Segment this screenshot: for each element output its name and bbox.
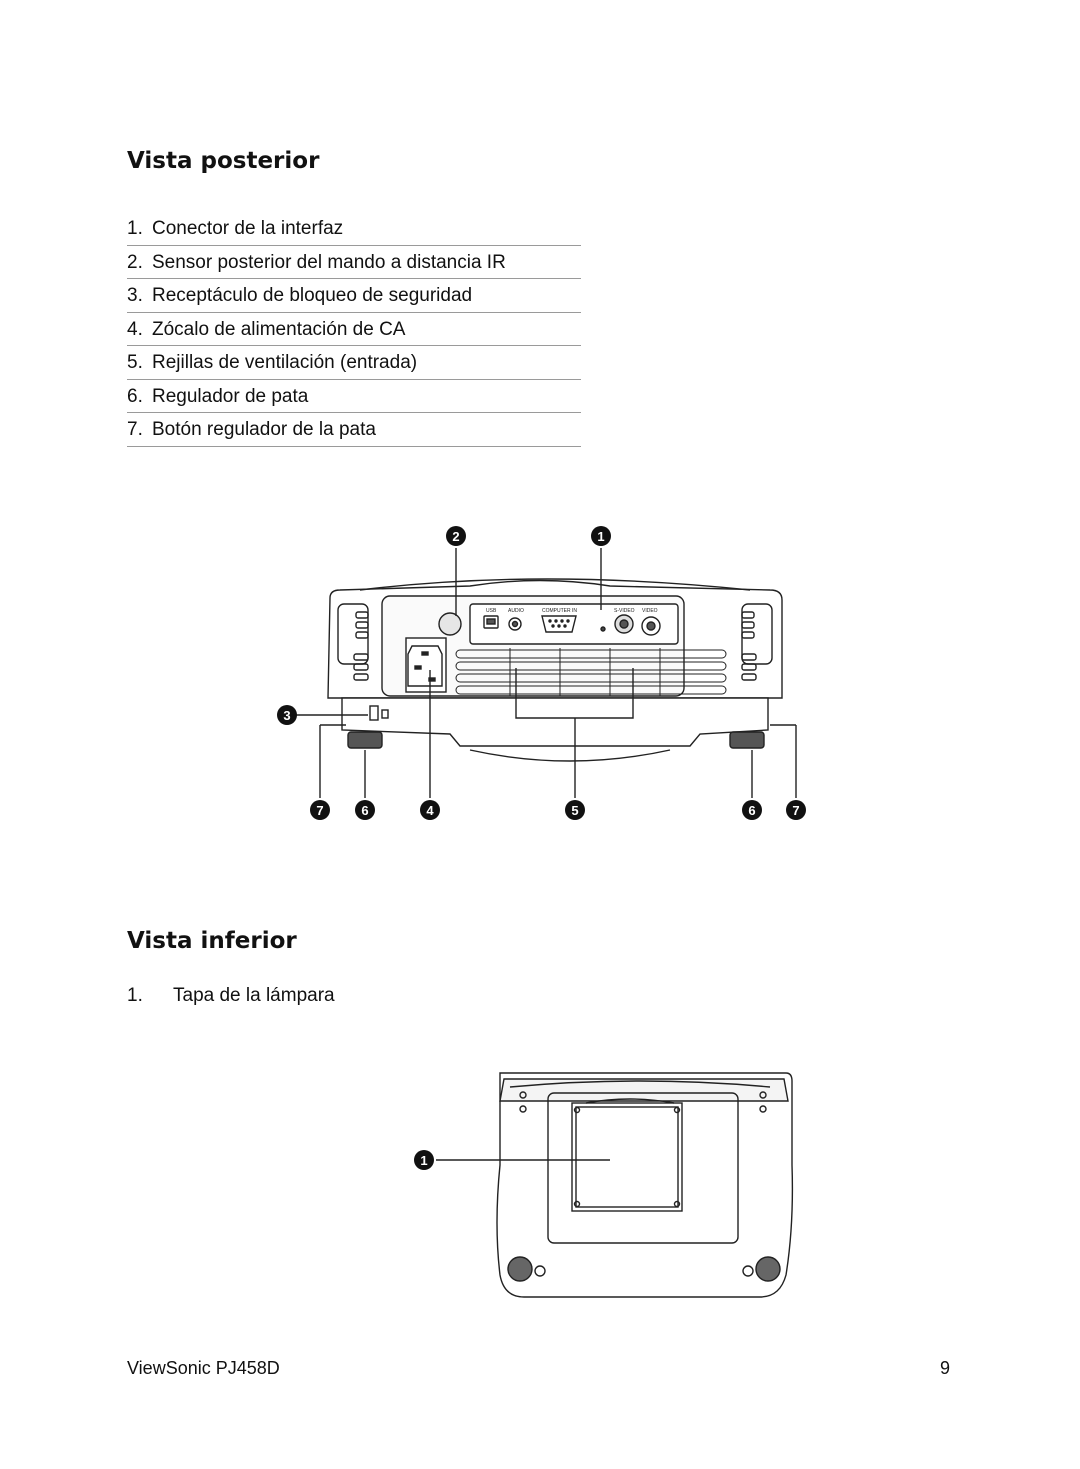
list-item: 5. Rejillas de ventilación (entrada) [127,346,581,380]
list-item: 1. Conector de la interfaz [127,212,581,246]
callout-badge: 1 [414,1150,434,1170]
svg-text:1: 1 [420,1153,427,1168]
callout-badge: 5 [565,800,585,820]
list-item: 3. Receptáculo de bloqueo de seguridad [127,279,581,313]
list-item: 7. Botón regulador de la pata [127,413,581,447]
list-item: 4. Zócalo de alimentación de CA [127,313,581,346]
list-item: 6. Regulador de pata [127,380,581,413]
port-label-computer-in: COMPUTER IN [542,608,577,614]
svg-text:2: 2 [452,529,459,544]
port-label-usb: USB [486,608,497,614]
item-number: 4. [127,318,143,340]
svg-text:3: 3 [283,708,290,723]
item-label: Sensor posterior del mando a distancia I… [152,251,506,273]
list-item: 2. Sensor posterior del mando a distancia… [127,246,581,279]
svg-text:7: 7 [792,803,799,818]
section-title-bottom-view: Vista inferior [127,928,297,954]
item-label: Tapa de la lámpara [173,985,335,1006]
section-title-rear-view: Vista posterior [127,148,320,174]
item-label: Receptáculo de bloqueo de seguridad [152,285,473,306]
footer-product-name: ViewSonic PJ458D [127,1358,280,1378]
callout-badge: 6 [742,800,762,820]
item-number: 7. [127,419,143,440]
callout-badge: 3 [277,705,297,725]
item-number: 1. [127,985,143,1006]
item-number: 1. [127,218,143,239]
item-number: 3. [127,285,143,306]
projector-rear-illustration: USB AUDIO COMPUTER IN S-VIDEO VIDEO 2 1 … [277,526,806,820]
item-label: Botón regulador de la pata [152,419,376,440]
callout-badge: 7 [786,800,806,820]
item-label: Conector de la interfaz [152,218,344,239]
svg-text:6: 6 [748,803,755,818]
item-label: Regulador de pata [152,385,309,407]
svg-text:5: 5 [571,803,578,818]
footer-page-number: 9 [940,1358,951,1378]
port-label-video: VIDEO [642,608,658,614]
list-item: 1. Tapa de la lámpara [127,985,335,1007]
callout-badge: 1 [591,526,611,546]
port-label-audio: AUDIO [508,608,524,614]
callout-badge: 4 [420,800,440,820]
item-number: 2. [127,251,143,273]
callout-badge: 6 [355,800,375,820]
svg-text:7: 7 [316,803,323,818]
item-number: 5. [127,352,143,373]
rear-view-parts-list: 1. Conector de la interfaz 2. Sensor poste… [127,212,581,447]
svg-text:1: 1 [597,529,604,544]
port-label-s-video: S-VIDEO [614,608,635,614]
item-label: Zócalo de alimentación de CA [152,318,406,340]
callout-badge: 7 [310,800,330,820]
item-number: 6. [127,385,143,407]
svg-text:4: 4 [426,803,434,818]
item-label: Rejillas de ventilación (entrada) [152,352,418,373]
callout-badge: 2 [446,526,466,546]
svg-text:6: 6 [361,803,368,818]
projector-bottom-illustration: 1 [414,1072,794,1298]
